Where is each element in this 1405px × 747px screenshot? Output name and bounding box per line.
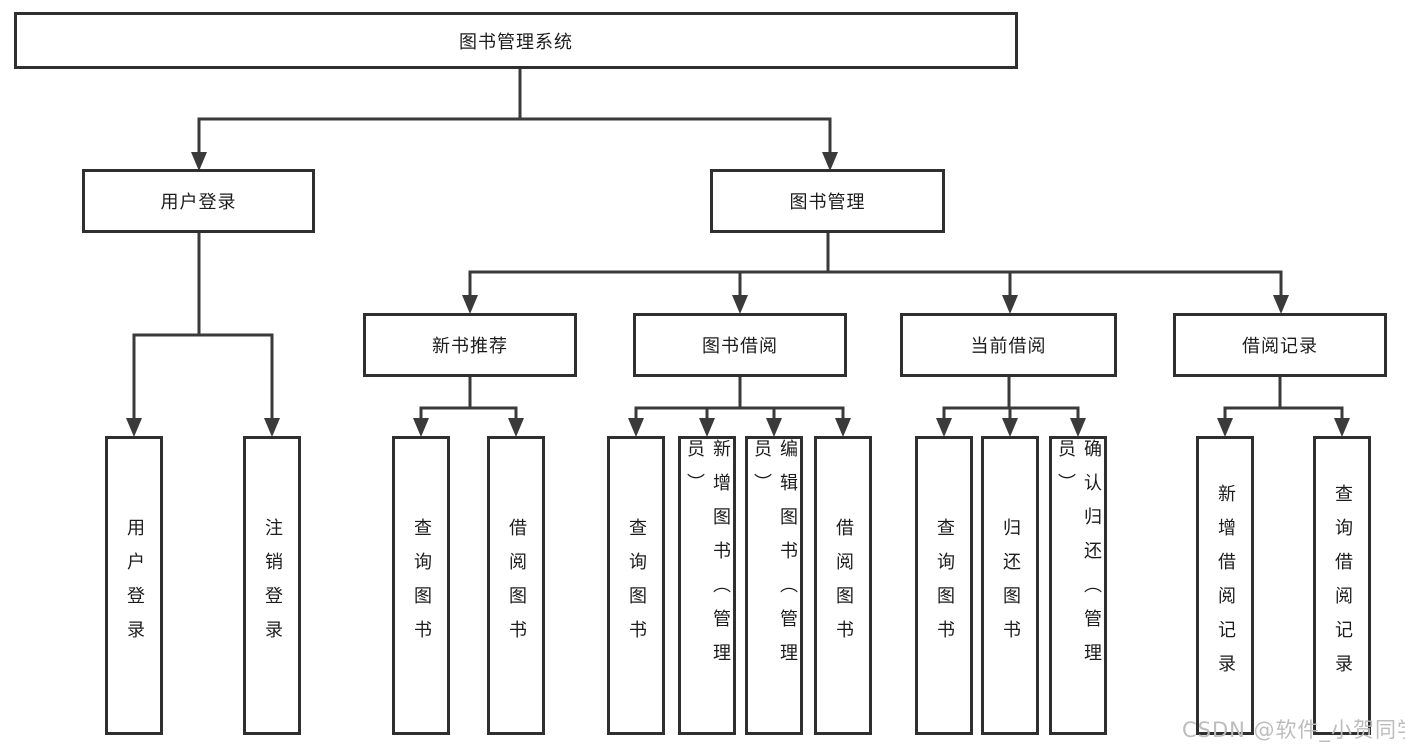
arrow-down-icon [1002,295,1018,314]
node-book-borrowing: 图书借阅 [633,313,847,377]
records-to-leaves-connector [1223,375,1344,421]
leaf-recommend-borrow-books: 借阅图书 [487,436,545,735]
arrow-down-icon [126,418,142,437]
node-book-management: 图书管理 [710,169,945,233]
arrow-down-icon [628,418,644,437]
leaf-borrowing-query-books: 查询图书 [607,436,665,735]
node-borrowing-records: 借阅记录 [1173,313,1387,377]
arrow-down-icon [1334,418,1350,437]
leaf-borrowing-edit-books-admin: 编辑图书（管理员） [745,436,803,735]
arrow-down-icon [936,418,952,437]
root-to-level2-connector [197,68,832,155]
recommendation-to-leaves-connector [419,375,518,421]
book-management-to-level3-connector [468,231,1283,298]
arrow-down-icon [191,152,207,171]
node-library-management-system: 图书管理系统 [14,12,1018,69]
arrow-down-icon [508,418,524,437]
arrow-down-icon [1070,418,1086,437]
arrow-down-icon [822,152,838,171]
leaf-borrowing-borrow-books: 借阅图书 [814,436,872,735]
arrow-down-icon [462,295,478,314]
arrow-down-icon [732,295,748,314]
leaf-recommend-query-books: 查询图书 [392,436,450,735]
node-user-login: 用户登录 [82,169,315,233]
current-to-leaves-connector [942,375,1080,421]
csdn-watermark: CSDN @软件_小贺同学 [1182,718,1405,742]
arrow-down-icon [1217,418,1233,437]
arrowheads [126,152,1350,437]
leaf-current-confirm-return-admin: 确认归还（管理员） [1049,436,1107,735]
leaf-logout: 注销登录 [243,436,301,735]
leaf-records-add-borrow-record: 新增借阅记录 [1196,436,1254,735]
arrow-down-icon [835,418,851,437]
arrow-down-icon [1273,295,1289,314]
arrow-down-icon [264,418,280,437]
leaf-user-login: 用户登录 [105,436,163,735]
node-current-borrowing: 当前借阅 [900,313,1117,377]
node-new-book-recommendation: 新书推荐 [363,313,577,377]
leaf-current-query-books: 查询图书 [915,436,973,735]
leaf-borrowing-add-books-admin: 新增图书（管理员） [678,436,736,735]
arrow-down-icon [699,418,715,437]
arrow-down-icon [413,418,429,437]
arrow-down-icon [1002,418,1018,437]
leaf-current-return-books: 归还图书 [981,436,1039,735]
leaf-records-query-borrow-record: 查询借阅记录 [1313,436,1371,735]
arrow-down-icon [766,418,782,437]
user-login-to-leaves-connector [132,231,274,421]
borrowing-to-leaves-connector [634,375,845,421]
